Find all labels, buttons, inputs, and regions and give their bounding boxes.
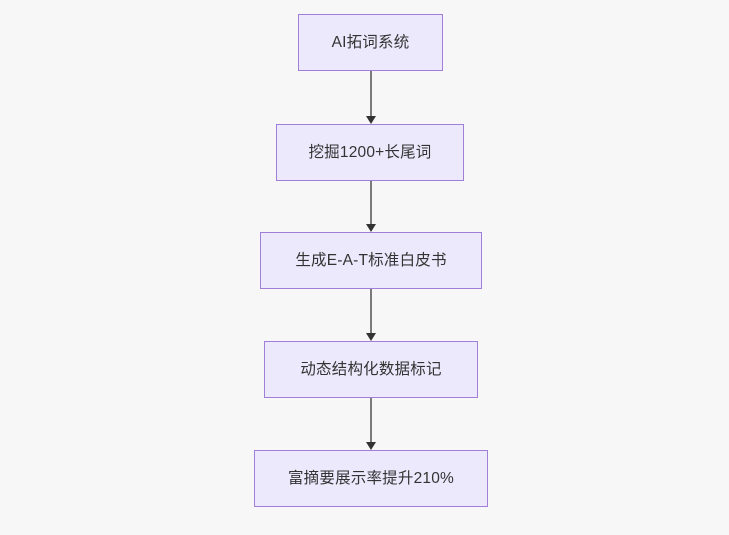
flow-node-label: 动态结构化数据标记 <box>300 360 442 378</box>
flow-arrowhead-n2-n3 <box>366 224 376 232</box>
flow-arrowhead-n1-n2 <box>366 116 376 124</box>
flow-edge-n3-n4 <box>370 289 372 333</box>
flow-edge-n4-n5 <box>370 398 372 442</box>
flow-edge-n2-n3 <box>370 181 372 224</box>
flow-node-label: 生成E-A-T标准白皮书 <box>295 251 447 269</box>
flow-edge-n1-n2 <box>370 71 372 116</box>
flow-node-label: AI拓词系统 <box>331 33 410 51</box>
flow-node-mine-longtail-keywords[interactable]: 挖掘1200+长尾词 <box>276 124 464 181</box>
flow-node-dynamic-structured-data-markup[interactable]: 动态结构化数据标记 <box>264 341 478 398</box>
flow-arrowhead-n4-n5 <box>366 442 376 450</box>
flow-node-rich-snippet-impression-uplift[interactable]: 富摘要展示率提升210% <box>254 450 488 507</box>
flow-node-label: 挖掘1200+长尾词 <box>308 143 432 161</box>
flow-node-label: 富摘要展示率提升210% <box>287 469 455 487</box>
flow-node-generate-eat-whitepaper[interactable]: 生成E-A-T标准白皮书 <box>260 232 482 289</box>
flow-arrowhead-n3-n4 <box>366 333 376 341</box>
flow-node-ai-keyword-system[interactable]: AI拓词系统 <box>298 14 443 71</box>
